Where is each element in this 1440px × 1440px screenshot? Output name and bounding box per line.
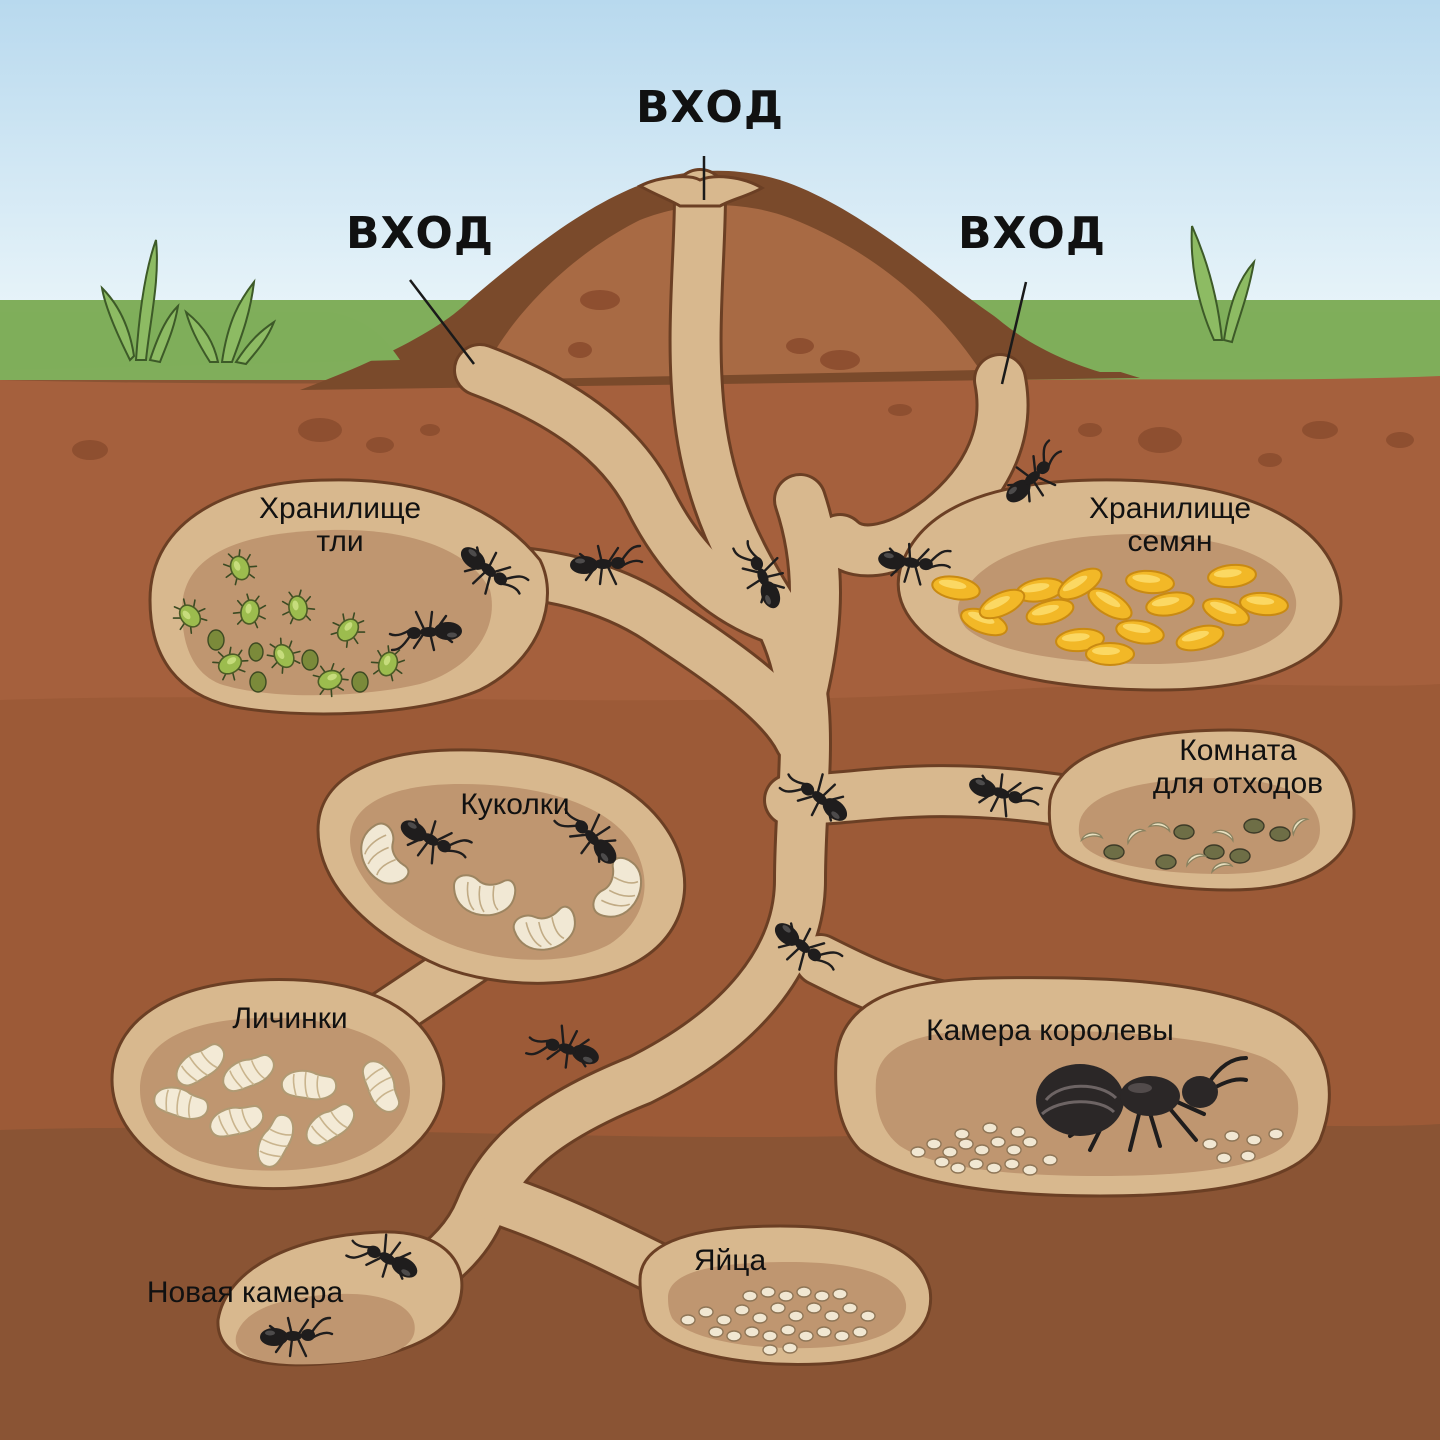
label-eggs: Яйца [693, 1244, 767, 1277]
chamber-pupae [316, 748, 687, 985]
label-seed-storage: Хранилище семян [1089, 492, 1251, 558]
label-entrance-top: ВХОД [635, 82, 785, 133]
label-aphid-storage: Хранилище тли [259, 492, 421, 558]
soil-clods [72, 290, 1414, 467]
grass-blades [100, 225, 1256, 366]
aphids [166, 545, 410, 701]
label-entrance-right: ВХОД [957, 208, 1107, 259]
label-new-chamber: Новая камера [146, 1276, 344, 1309]
label-queen-chamber: Камера королевы [926, 1014, 1174, 1047]
label-larvae: Личинки [232, 1002, 348, 1035]
queen-ant [1036, 1056, 1248, 1152]
chamber-waste-room [1047, 728, 1356, 892]
grass-right-edge [990, 312, 1440, 372]
entrance-pointers [409, 156, 1028, 385]
label-waste-room: Комната для отходов [1152, 734, 1324, 800]
top-entrance-opening [636, 175, 765, 208]
label-pupae: Куколки [460, 788, 570, 821]
label-entrance-left: ВХОД [345, 208, 495, 259]
chamber-seed-storage [896, 478, 1343, 692]
mound-inner [480, 205, 980, 380]
